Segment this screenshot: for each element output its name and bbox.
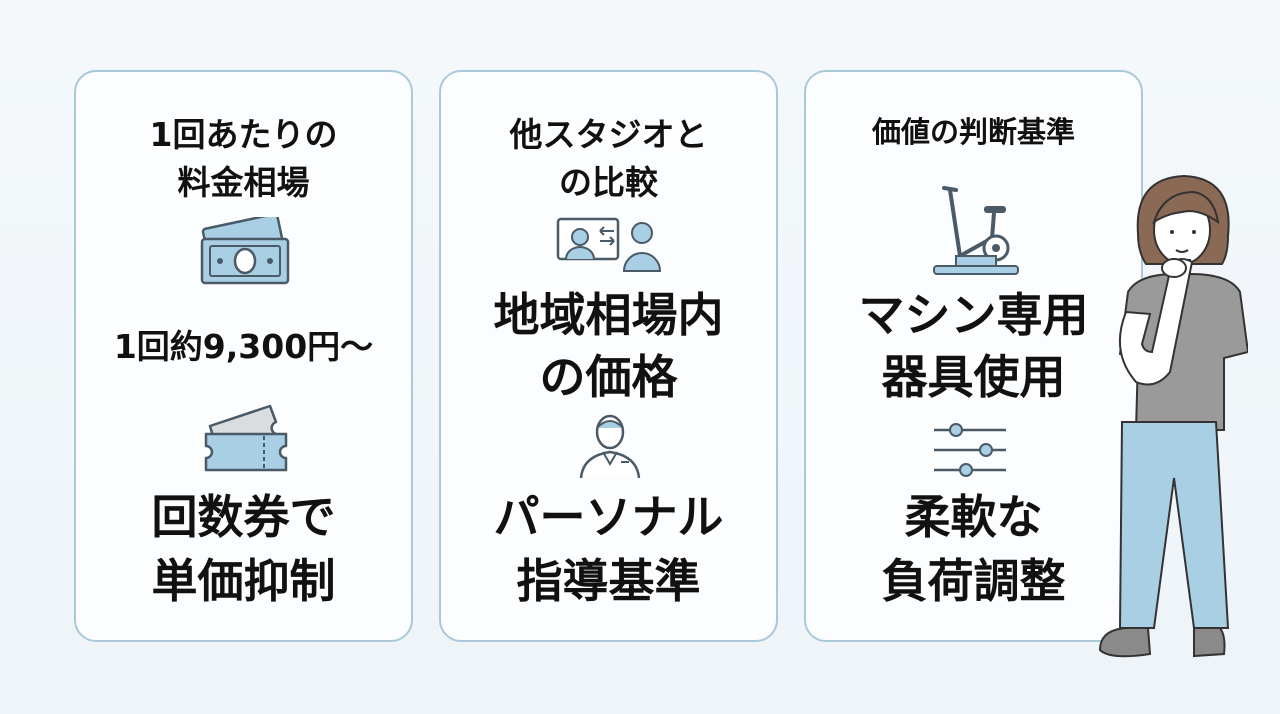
comparison-card: 他スタジオと の比較 地域相場内 の価格 パーソナル 指導基準: [439, 70, 778, 642]
comparison-icon: [554, 215, 666, 277]
card-mid-line1: マシン専用: [858, 288, 1089, 342]
card-big-line1: 回数券で: [151, 490, 336, 544]
exercise-bike-icon: [930, 182, 1022, 280]
card-big-line2: 単価抑制: [151, 554, 336, 608]
card-mid-line2: 器具使用: [881, 350, 1066, 404]
card-mid-line2: の価格: [539, 350, 678, 404]
card-big-line1: 柔軟な: [904, 490, 1043, 544]
card-title-line1: 1回あたりの: [149, 115, 338, 154]
card-title-line1: 価値の判断基準: [871, 115, 1075, 149]
card-mid-line1: 地域相場内: [493, 288, 724, 342]
price-text: 1回約9,300円〜: [113, 327, 374, 366]
value-card: 価値の判断基準 マシン専用 器具使用 柔軟な 負荷調整: [804, 70, 1143, 642]
money-bill-icon: [198, 217, 292, 287]
trainer-icon: [577, 410, 643, 480]
card-big-line2: 負荷調整: [881, 554, 1066, 608]
card-big-line2: 指導基準: [516, 554, 701, 608]
card-title-line1: 他スタジオと: [509, 115, 708, 154]
sliders-icon: [932, 420, 1008, 480]
card-big-line1: パーソナル: [493, 490, 724, 544]
ticket-icon: [200, 400, 292, 476]
thinking-woman-illustration: [1098, 172, 1248, 684]
card-title-line2: の比較: [559, 163, 658, 202]
price-card: 1回あたりの 料金相場 1回約9,300円〜 回数券で 単価抑制: [74, 70, 413, 642]
card-title-line2: 料金相場: [177, 163, 310, 202]
